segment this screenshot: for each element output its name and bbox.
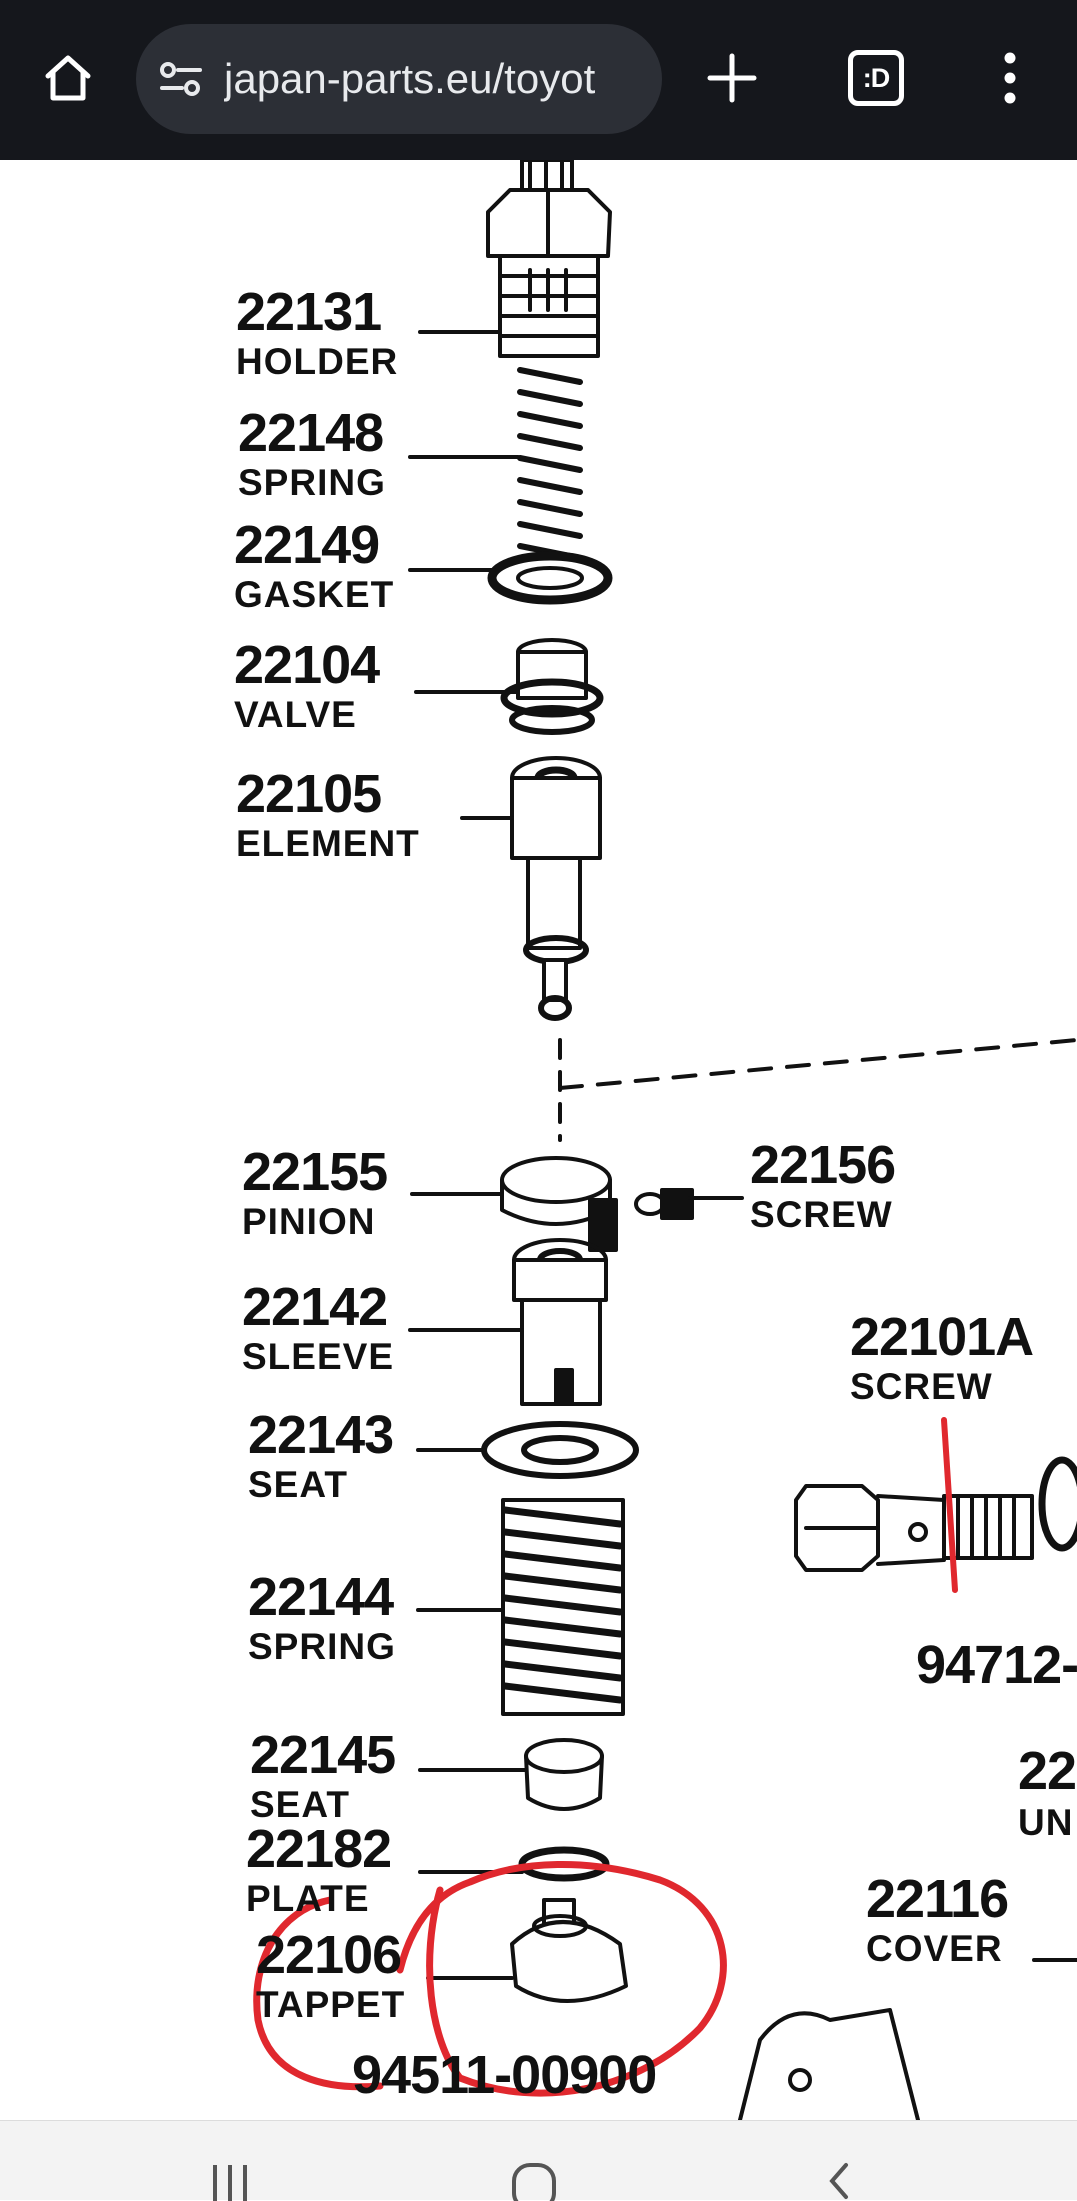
tab-switcher-icon: :D (848, 50, 904, 106)
part-label-seat-22145[interactable]: 22145 SEAT (250, 1725, 396, 1825)
address-bar[interactable]: japan-parts.eu/toyot (136, 24, 662, 134)
annotation-circle (396, 1860, 727, 2097)
back-icon (829, 2163, 848, 2199)
tune-icon[interactable] (156, 54, 206, 104)
back-nav-button[interactable] (778, 2121, 898, 2201)
home-button[interactable] (30, 40, 106, 116)
tab-count: :D (862, 62, 890, 93)
part-label-screw-22156[interactable]: 22156 SCREW (750, 1135, 896, 1235)
part-name-partial-un[interactable]: UN (1018, 1802, 1074, 1843)
new-tab-button[interactable] (694, 40, 770, 116)
part-label-valve[interactable]: 22104 VALVE (234, 635, 380, 735)
annotation-strike (941, 1417, 958, 1593)
part-number-partial-22[interactable]: 22 (1018, 1741, 1077, 1801)
part-label-holder[interactable]: 22131 HOLDER (236, 282, 399, 382)
part-label-spring-22148[interactable]: 22148 SPRING (238, 403, 386, 503)
part-number-94511[interactable]: 94511-00900 (352, 2045, 657, 2105)
home-circle-icon (512, 2163, 556, 2201)
part-label-sleeve[interactable]: 22142 SLEEVE (242, 1277, 394, 1377)
tab-switcher-button[interactable]: :D (838, 40, 914, 116)
home-icon (45, 55, 91, 101)
part-label-tappet[interactable]: 22106 TAPPET (256, 1925, 406, 2025)
part-label-spring-22144[interactable]: 22144 SPRING (248, 1567, 396, 1667)
more-menu-button[interactable] (972, 40, 1048, 116)
url-text[interactable]: japan-parts.eu/toyot (224, 55, 596, 102)
part-label-gasket[interactable]: 22149 GASKET (234, 515, 395, 615)
system-navigation-bar (0, 2120, 1077, 2201)
part-label-plate[interactable]: 22182 PLATE (246, 1819, 392, 1919)
part-label-pinion[interactable]: 22155 PINION (242, 1142, 388, 1242)
part-label-cover[interactable]: 22116 COVER (866, 1869, 1009, 1969)
home-nav-button[interactable] (474, 2121, 594, 2201)
more-vert-icon (1004, 52, 1016, 104)
exploded-parts-drawing (253, 160, 1077, 2120)
browser-toolbar: japan-parts.eu/toyot :D (0, 0, 1077, 160)
part-label-element[interactable]: 22105 ELEMENT (236, 764, 420, 864)
part-label-seat-22143[interactable]: 22143 SEAT (248, 1405, 394, 1505)
annotation-circle-close (253, 1896, 384, 2091)
part-number-94712[interactable]: 94712- (916, 1635, 1077, 1695)
parts-diagram-page: 22131 HOLDER 22148 SPRING 22149 GASKET 2… (0, 160, 1077, 2120)
recent-apps-button[interactable] (170, 2121, 290, 2201)
recent-apps-icon (213, 2165, 247, 2201)
part-label-screw-22101a[interactable]: 22101A SCREW (850, 1307, 1034, 1407)
plus-icon (707, 53, 757, 103)
